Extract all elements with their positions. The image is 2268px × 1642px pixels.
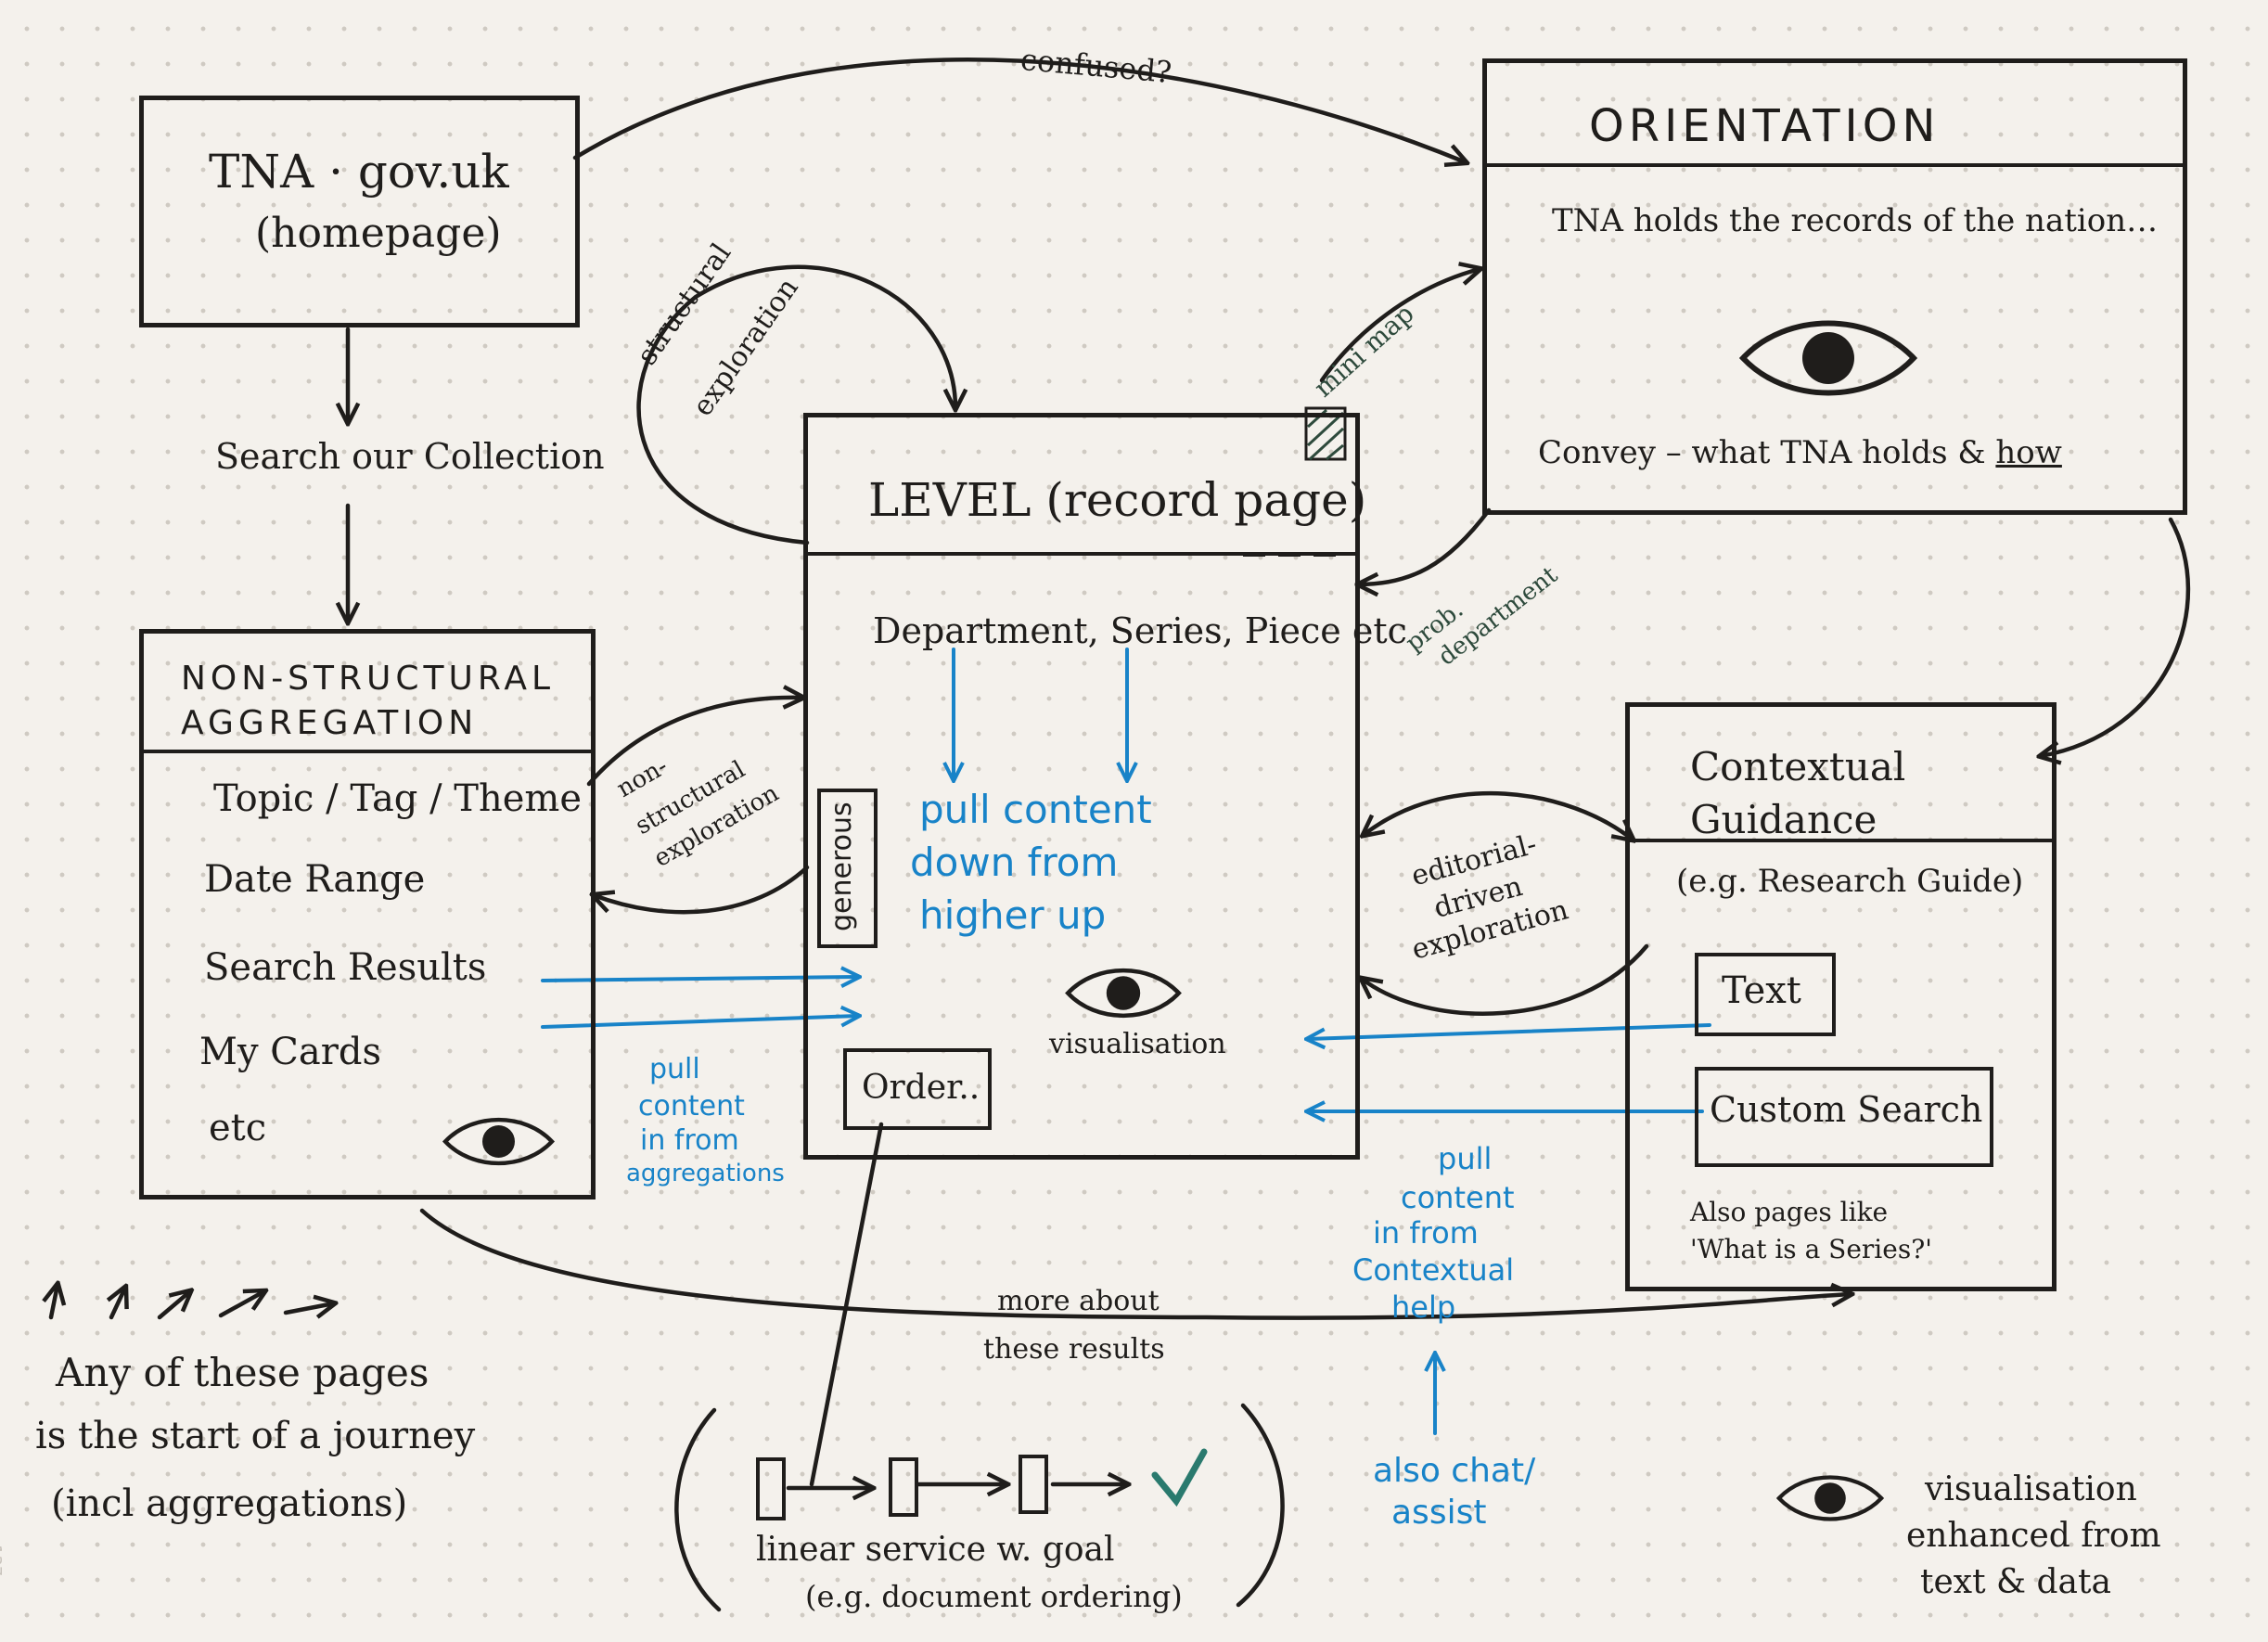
arrow-orientation-to-guidance: [2041, 517, 2191, 756]
aggregation-box[interactable]: NON-STRUCTURAL AGGREGATION Topic / Tag /…: [139, 629, 596, 1199]
legend-eye-icon: [1775, 1475, 1885, 1521]
aggregation-item-date-range: Date Range: [204, 858, 426, 901]
label-journey-2: is the start of a journey: [35, 1415, 476, 1457]
aggregation-title-line1: NON-STRUCTURAL: [181, 660, 556, 698]
journey-arrow-1: [51, 1285, 58, 1320]
order-button[interactable]: Order..: [843, 1048, 992, 1130]
aggregation-item-etc: etc: [209, 1107, 267, 1149]
label-linear-service-example: (e.g. document ordering): [805, 1579, 1183, 1614]
pull-down-line1: pull content: [919, 787, 1152, 832]
orientation-line2-emph: how: [1995, 434, 2062, 471]
service-bracket-left: [674, 1407, 722, 1612]
arrow-homepage-to-orientation: [572, 58, 1466, 162]
label-search-collection: Search our Collection: [215, 436, 605, 477]
checkmark-icon: [1151, 1448, 1208, 1507]
aggregation-item-search-results: Search Results: [204, 946, 487, 989]
label-pull-ctx-2: content: [1401, 1180, 1515, 1215]
label-journey-3: (incl aggregations): [51, 1482, 408, 1525]
aggregation-item-my-cards: My Cards: [199, 1031, 381, 1073]
service-step-2: [889, 1457, 918, 1517]
page-number: 137: [0, 1545, 5, 1577]
generous-label: generous: [826, 802, 858, 931]
label-journey-1: Any of these pages: [56, 1350, 429, 1395]
eye-icon: [1738, 320, 1918, 396]
label-pull-agg-3: in from: [640, 1124, 739, 1157]
legend-line1: visualisation: [1925, 1470, 2137, 1508]
visualisation-label: visualisation: [1049, 1028, 1226, 1060]
arrow-mini-map: [1319, 269, 1480, 383]
label-linear-service: linear service w. goal: [756, 1531, 1115, 1569]
label-pull-ctx-5: help: [1391, 1289, 1456, 1325]
custom-search-box[interactable]: Custom Search: [1695, 1067, 1993, 1167]
custom-search-label: Custom Search: [1710, 1089, 1983, 1130]
line-order-to-service: [809, 1122, 884, 1487]
label-pull-agg-4: aggregations: [626, 1160, 785, 1187]
journey-arrow-2: [111, 1288, 125, 1320]
guidance-title-line2: Guidance: [1690, 797, 1877, 842]
label-pull-ctx-1: pull: [1438, 1141, 1493, 1176]
pull-down-line2: down from: [910, 840, 1119, 885]
arrow-nonstructural-return: [594, 865, 810, 915]
pull-down-line3: higher up: [919, 892, 1107, 938]
legend-line3: text & data: [1920, 1563, 2111, 1601]
homepage-title: TNA · gov.uk: [209, 145, 509, 199]
text-box-label: Text: [1722, 969, 1801, 1012]
arrow-editorial-return: [1362, 943, 1649, 1016]
level-subtitle: Department, Series, Piece etc: [873, 610, 1407, 651]
guidance-also-line2: 'What is a Series?': [1690, 1234, 1932, 1264]
service-bracket-right: [1236, 1403, 1285, 1608]
label-these-results: these results: [983, 1333, 1165, 1366]
label-more-about: more about: [997, 1285, 1160, 1317]
arrow-structural-exploration: [636, 264, 955, 545]
label-pull-agg-2: content: [638, 1090, 745, 1122]
service-step-3: [1019, 1455, 1048, 1514]
orientation-title: ORIENTATION: [1589, 100, 1941, 152]
orientation-line2: Convey – what TNA holds & how: [1538, 434, 2062, 471]
aggregation-title-line2: AGGREGATION: [181, 704, 479, 742]
service-step-1: [756, 1457, 786, 1520]
journey-arrow-3: [157, 1291, 190, 1320]
guidance-box[interactable]: Contextual Guidance (e.g. Research Guide…: [1625, 702, 2057, 1291]
orientation-line2-prefix: Convey – what TNA holds &: [1538, 434, 1996, 471]
journey-arrow-5: [283, 1303, 334, 1313]
aggregation-item-topic: Topic / Tag / Theme: [213, 777, 583, 820]
arrow-more-about-results: [419, 1208, 1851, 1320]
label-assist: assist: [1391, 1494, 1487, 1532]
arrow-text-pull: [1308, 1023, 1711, 1039]
guidance-example: (e.g. Research Guide): [1676, 863, 2024, 900]
arrow-editorial-exploration: [1364, 791, 1633, 840]
guidance-title-line1: Contextual: [1690, 744, 1906, 789]
orientation-line1: TNA holds the records of the nation…: [1552, 202, 2159, 239]
generous-panel[interactable]: generous: [817, 789, 878, 948]
arrow-orientation-to-level: [1359, 507, 1492, 584]
legend-line2: enhanced from: [1906, 1517, 2161, 1555]
text-box[interactable]: Text: [1695, 953, 1836, 1036]
level-title: LEVEL (record page): [868, 473, 1367, 527]
label-pull-ctx-4: Contextual: [1352, 1252, 1515, 1288]
aggregation-eye-icon: [442, 1117, 556, 1166]
order-button-label: Order..: [862, 1069, 980, 1107]
label-also-chat: also chat/: [1373, 1452, 1536, 1490]
label-pull-ctx-3: in from: [1373, 1215, 1479, 1251]
journey-arrow-4: [218, 1291, 264, 1318]
homepage-subtitle: (homepage): [255, 210, 502, 257]
orientation-box[interactable]: ORIENTATION TNA holds the records of the…: [1482, 58, 2187, 515]
visualisation-eye-icon: [1065, 968, 1182, 1019]
mini-map-square: [1304, 406, 1347, 461]
guidance-also-line1: Also pages like: [1690, 1197, 1889, 1227]
arrow-nonstructural-exploration: [586, 698, 802, 787]
label-pull-agg-1: pull: [649, 1053, 700, 1085]
level-box[interactable]: LEVEL (record page) Department, Series, …: [803, 413, 1407, 1160]
homepage-box[interactable]: TNA · gov.uk (homepage): [139, 96, 580, 327]
